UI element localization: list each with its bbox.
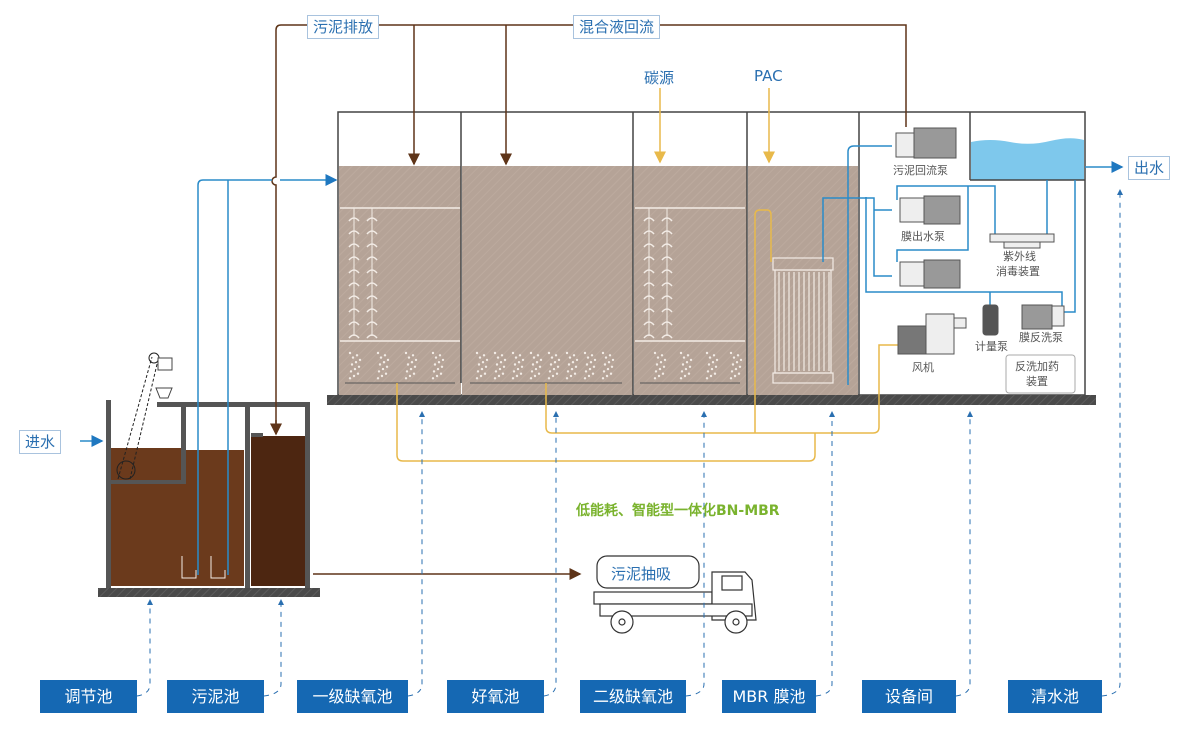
zone-anoxic-1[interactable]: 一级缺氧池 [297,680,408,713]
carrier-media [340,207,745,342]
zone-leader-line [543,411,559,697]
media-hangers [348,208,673,339]
zone-leader-line [955,411,973,697]
zone-aerobic[interactable]: 好氧池 [447,680,544,713]
blower-label: 风机 [912,361,934,374]
membrane-outlet-pump-2-icon [899,259,961,289]
sludge-truck-icon [593,555,757,634]
tank-liquid-anoxic1 [339,166,461,395]
air-pipes [396,88,900,462]
water-pipes [80,145,1124,575]
uv-label-line1: 紫外线 [1003,250,1036,263]
uv-label-line2: 消毒装置 [996,265,1040,278]
zone-anoxic-2[interactable]: 二级缺氧池 [580,680,686,713]
mbr-membrane-module [772,257,834,384]
sludge-return-pump-label: 污泥回流泵 [893,164,948,177]
outlet-label: 出水 [1128,156,1171,180]
regulating-tank [98,352,320,597]
sludge-discharge-label: 污泥排放 [307,15,380,39]
zone-equipment-room[interactable]: 设备间 [862,680,956,713]
zone-leader-lines [136,189,1123,697]
sludge-return-pump-icon [895,127,957,159]
inlet-label: 进水 [19,430,62,454]
diagram-title: 低能耗、智能型一体化BN-MBR [576,503,780,519]
sludge-pipes [270,24,907,580]
backwash-pump-icon [1021,304,1065,330]
metering-pump-label: 计量泵 [975,340,1008,353]
zone-sludge-tank[interactable]: 污泥池 [167,680,264,713]
carbon-source-label: 碳源 [644,69,675,87]
equipment-icons [895,127,1076,394]
membrane-outlet-pump-label: 膜出水泵 [901,230,945,243]
tank-liquid-aerobic [462,166,633,395]
zone-mbr[interactable]: MBR 膜池 [722,680,816,713]
aeration-bubbles [348,351,743,380]
zone-leader-line [263,599,284,697]
zone-clean-water[interactable]: 清水池 [1008,680,1102,713]
main-tank [327,111,1096,405]
tank-liquid-anoxic2 [634,166,747,395]
sludge-suction-label: 污泥抽吸 [611,565,672,583]
clean-water [971,138,1084,180]
backwash-pump-label: 膜反洗泵 [1019,331,1063,344]
pac-label: PAC [754,67,783,85]
blower-icon [897,313,967,355]
mixed-liquor-return-label: 混合液回流 [573,15,661,39]
membrane-outlet-pump-1-icon [899,195,961,225]
metering-pump-icon [982,304,999,336]
zone-leader-line [407,411,425,697]
backwash-dosing-label-line1: 反洗加药 [1015,360,1059,373]
zone-leader-line [136,599,153,697]
backwash-dosing-icon [1005,354,1076,394]
zone-leader-line [815,411,835,697]
uv-disinfection-icon [989,233,1055,249]
tank-liquid-mbr [748,166,858,395]
zone-regulating-tank[interactable]: 调节池 [40,680,137,713]
zone-leader-line [685,411,707,697]
backwash-dosing-label-line2: 装置 [1026,375,1048,388]
floor-slab [327,395,1096,405]
zone-leader-line [1101,189,1123,697]
